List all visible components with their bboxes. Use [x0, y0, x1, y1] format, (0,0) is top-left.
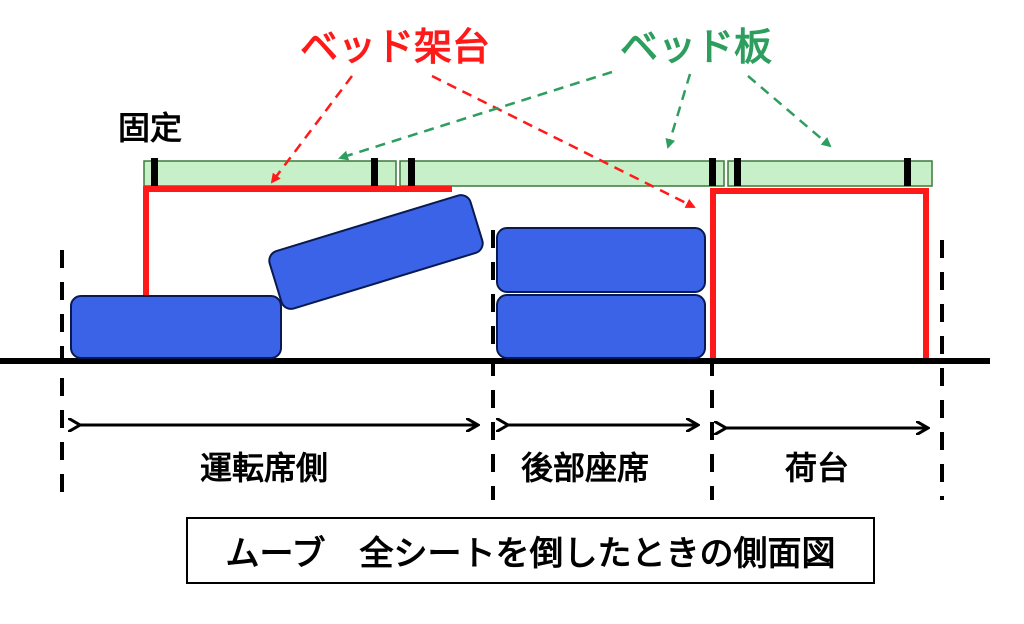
bed-board-arrow-right [747, 75, 832, 148]
bed-board-label: ベッド板 [620, 25, 773, 69]
bed-frame-rear [710, 188, 929, 358]
clip [151, 158, 158, 186]
bed-board-middle [399, 160, 725, 187]
bed-board-arrow-middle [665, 73, 692, 149]
driver-seat-back [268, 194, 484, 310]
fixing-clips [151, 158, 911, 186]
clip [709, 158, 716, 186]
section-label-driver-side: 運転席側 [200, 449, 329, 487]
section-label-rear-seat: 後部座席 [521, 449, 650, 487]
caption-box: ムーブ 全シートを倒したときの側面図 [186, 517, 875, 584]
clip [904, 158, 911, 186]
bed-frame-arrow-right [431, 74, 696, 209]
section-label-cargo: 荷台 [785, 449, 850, 487]
bed-frame-label: ベッド架台 [300, 25, 491, 69]
bed-board-rear [727, 160, 933, 187]
bed-frame-arrow-left [270, 75, 353, 184]
clip [408, 158, 415, 186]
rear-seat-upper [496, 227, 706, 293]
bed-frame-front [143, 186, 452, 298]
bed-board-arrow-left [338, 70, 613, 161]
fixed-label: 固定 [118, 109, 183, 147]
caption-text: ムーブ 全シートを倒したときの側面図 [225, 534, 836, 574]
clip [734, 158, 741, 186]
bed-board-front [143, 160, 397, 187]
driver-seat-cushion [70, 295, 282, 359]
clip [371, 158, 378, 186]
rear-seat-lower [496, 294, 706, 359]
